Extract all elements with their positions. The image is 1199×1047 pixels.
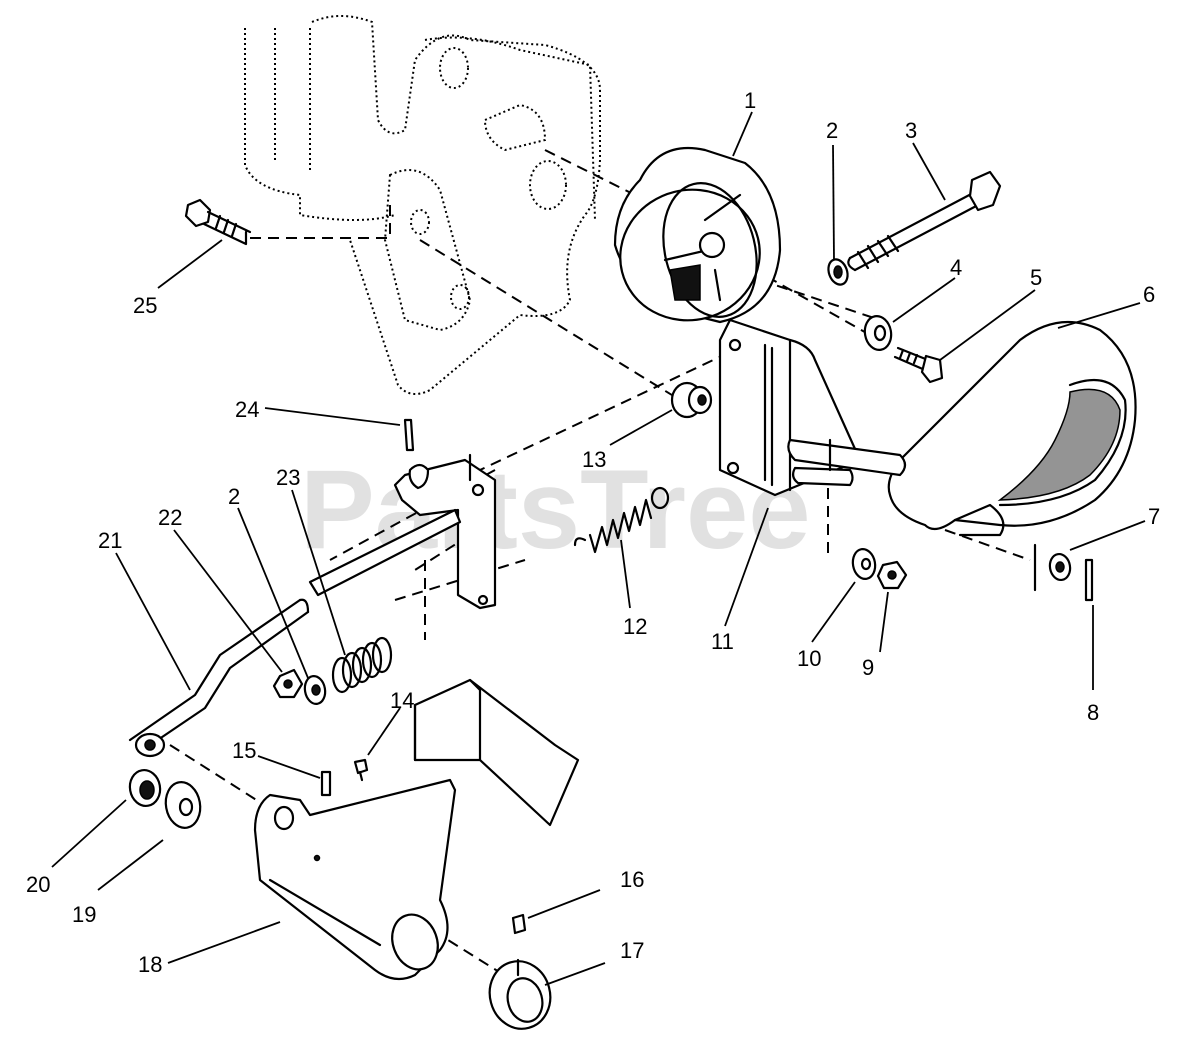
washer-upper [827,258,849,286]
washer-7 [1033,543,1072,592]
callout-labels: 1 2 3 4 5 6 7 8 9 10 11 12 13 14 15 16 1… [26,88,1160,977]
callout-2-upper: 2 [826,118,838,143]
callout-3: 3 [905,118,917,143]
bolt-14 [353,758,369,782]
callout-13: 13 [582,447,606,472]
extension-spring [573,486,670,554]
bolt-25 [184,198,252,246]
callout-16: 16 [620,867,644,892]
cotter-pin-15 [320,770,332,797]
frame-ghost [244,15,601,395]
compression-spring [331,636,393,694]
long-bolt [847,170,1002,272]
callout-25: 25 [133,293,157,318]
washer-19 [164,781,202,829]
callout-14: 14 [390,688,414,713]
callout-12: 12 [623,614,647,639]
callout-24: 24 [235,397,259,422]
callout-4: 4 [950,255,962,280]
nut-22 [272,668,304,699]
callout-7: 7 [1148,504,1160,529]
callout-19: 19 [72,902,96,927]
callout-11: 11 [711,629,734,654]
pulley [613,146,782,324]
callout-10: 10 [797,646,821,671]
lever-rod [128,508,462,758]
cotter-pin-8 [1084,558,1094,602]
washer-lower [303,675,327,705]
washer-4 [863,315,893,351]
collar-17 [488,958,552,1030]
callout-1: 1 [744,88,756,113]
leader-lines [51,111,1146,986]
pedal-arm [253,678,580,981]
callout-9: 9 [862,655,874,680]
cotter-pin-24 [403,418,415,452]
set-screw-16 [511,913,527,935]
callout-15: 15 [232,738,256,763]
bushing-13 [670,381,713,419]
callout-2-lower: 2 [228,484,240,509]
callout-6: 6 [1143,282,1155,307]
callout-8: 8 [1087,700,1099,725]
brake-band [887,320,1137,537]
callout-22: 22 [158,505,182,530]
collar-20 [128,768,162,808]
callout-5: 5 [1030,265,1042,290]
lever-bracket [393,453,497,610]
callout-20: 20 [26,872,50,897]
callout-17: 17 [620,938,644,963]
short-bolt [893,346,944,384]
callout-18: 18 [138,952,162,977]
bracket-11 [718,318,907,497]
washer-10 [851,548,877,580]
callout-21: 21 [98,528,122,553]
nut-9 [876,560,908,590]
callout-23: 23 [276,465,300,490]
